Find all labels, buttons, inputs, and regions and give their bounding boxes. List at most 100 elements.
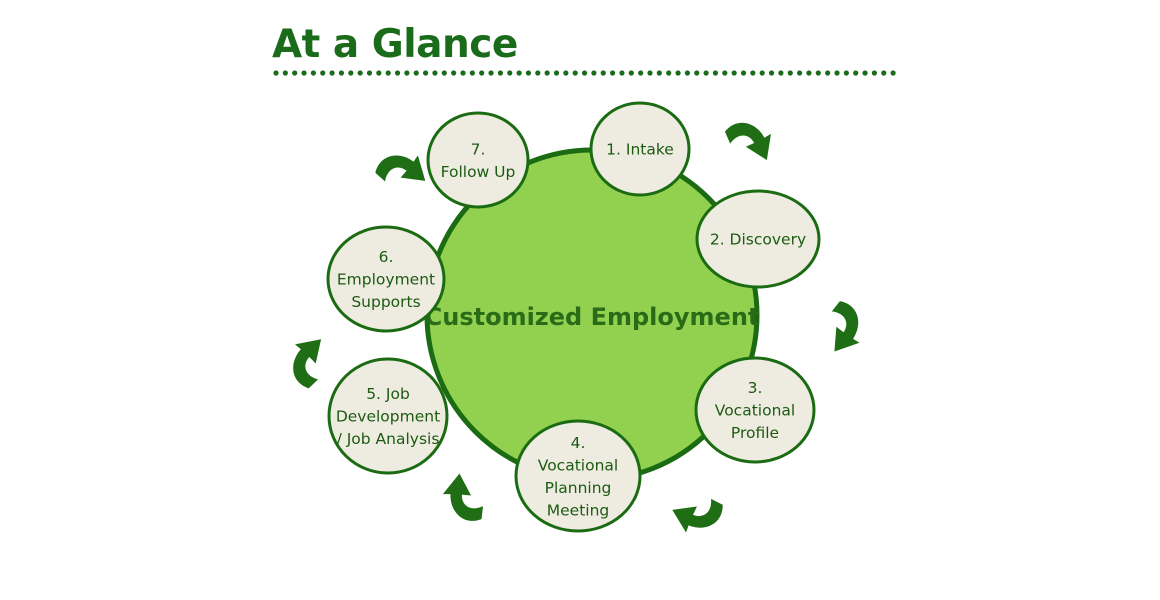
step-label-line: Planning bbox=[545, 479, 612, 497]
divider-dot bbox=[516, 70, 522, 76]
divider-dot bbox=[451, 70, 457, 76]
divider-dot bbox=[759, 70, 765, 76]
divider-dot bbox=[610, 70, 616, 76]
divider-dot bbox=[432, 70, 438, 76]
divider-dot bbox=[619, 70, 625, 76]
step-label-line: Profile bbox=[731, 424, 779, 442]
divider-dot bbox=[703, 70, 709, 76]
divider-dot bbox=[572, 70, 578, 76]
divider-dot bbox=[385, 70, 391, 76]
divider-dot bbox=[479, 70, 485, 76]
divider-dot bbox=[834, 70, 840, 76]
divider-dot bbox=[862, 70, 868, 76]
divider-dot bbox=[366, 70, 373, 76]
curved-arrow-icon bbox=[724, 122, 771, 161]
curved-arrow-icon bbox=[442, 473, 484, 521]
divider-dot bbox=[684, 70, 690, 76]
divider-dot bbox=[292, 70, 298, 76]
divider-dot bbox=[544, 70, 550, 76]
step-circle bbox=[426, 111, 530, 209]
divider-dot bbox=[338, 70, 345, 76]
divider-dot bbox=[394, 70, 401, 76]
divider-dot bbox=[666, 70, 672, 76]
curved-arrow-icon bbox=[293, 339, 322, 389]
step-7: 7.Follow Up bbox=[426, 111, 530, 209]
step-2: 2. Discovery bbox=[695, 189, 821, 289]
step-circle bbox=[514, 419, 642, 533]
divider-dot bbox=[853, 70, 859, 76]
divider-dot bbox=[628, 70, 634, 76]
divider-dot bbox=[497, 70, 503, 76]
divider-dot bbox=[563, 70, 569, 76]
divider-dot bbox=[722, 70, 728, 76]
step-label-line: 2. Discovery bbox=[710, 231, 806, 249]
step-circle bbox=[326, 225, 446, 333]
step-label-line: Employment bbox=[337, 271, 435, 289]
curved-arrow-icon bbox=[672, 498, 723, 533]
divider-dot bbox=[376, 70, 382, 76]
divider-dot bbox=[469, 70, 475, 76]
divider-dot bbox=[890, 70, 896, 76]
divider-dot bbox=[535, 70, 541, 76]
divider-dot bbox=[731, 70, 737, 76]
divider-dot bbox=[712, 70, 719, 76]
divider-dot bbox=[488, 70, 494, 76]
divider-dot bbox=[357, 70, 363, 76]
divider-dot bbox=[348, 70, 354, 76]
step-label-line: Vocational bbox=[538, 456, 618, 474]
dotted-divider bbox=[273, 70, 896, 76]
divider-dot bbox=[404, 70, 410, 76]
divider-dot bbox=[581, 70, 588, 76]
divider-dot bbox=[815, 70, 821, 76]
divider-dot bbox=[843, 70, 849, 76]
divider-dot bbox=[320, 70, 326, 76]
divider-dot bbox=[638, 70, 644, 76]
step-circle bbox=[327, 357, 449, 475]
divider-dot bbox=[750, 70, 756, 76]
curved-arrow-icon bbox=[831, 301, 860, 352]
step-label-line: / Job Analysis bbox=[337, 430, 440, 448]
divider-dot bbox=[273, 70, 279, 76]
divider-dot bbox=[600, 70, 606, 76]
divider-dot bbox=[423, 70, 429, 76]
divider-dot bbox=[825, 70, 831, 76]
step-label-line: Follow Up bbox=[441, 163, 516, 181]
divider-dot bbox=[553, 70, 560, 76]
divider-dot bbox=[656, 70, 662, 76]
step-label-line: 6. bbox=[379, 248, 394, 266]
divider-dot bbox=[441, 70, 447, 76]
divider-dot bbox=[675, 70, 681, 76]
divider-dot bbox=[740, 70, 747, 76]
divider-dot bbox=[806, 70, 812, 76]
step-label-line: 3. bbox=[748, 379, 763, 397]
step-label-line: 1. Intake bbox=[606, 141, 674, 159]
divider-dot bbox=[778, 70, 784, 76]
step-label-line: Vocational bbox=[715, 402, 795, 420]
divider-dot bbox=[301, 70, 307, 76]
divider-dot bbox=[413, 70, 419, 76]
divider-dot bbox=[694, 70, 700, 76]
step-label-line: 5. Job bbox=[366, 385, 410, 403]
page-title: At a Glance bbox=[272, 22, 518, 67]
divider-dot bbox=[787, 70, 793, 76]
divider-dot bbox=[881, 70, 887, 76]
step-circle bbox=[589, 101, 691, 197]
divider-dot bbox=[329, 70, 335, 76]
step-label-line: Supports bbox=[351, 293, 420, 311]
divider-dot bbox=[797, 70, 803, 76]
step-1: 1. Intake bbox=[589, 101, 691, 197]
divider-dot bbox=[647, 70, 653, 76]
center-label: Customized Employment bbox=[425, 303, 760, 331]
divider-dot bbox=[768, 70, 775, 76]
divider-dot bbox=[282, 70, 288, 76]
step-circle bbox=[695, 189, 821, 289]
divider-dot bbox=[460, 70, 466, 76]
step-label-line: Meeting bbox=[547, 501, 610, 519]
curved-arrow-icon bbox=[375, 155, 426, 182]
divider-dot bbox=[591, 70, 597, 76]
